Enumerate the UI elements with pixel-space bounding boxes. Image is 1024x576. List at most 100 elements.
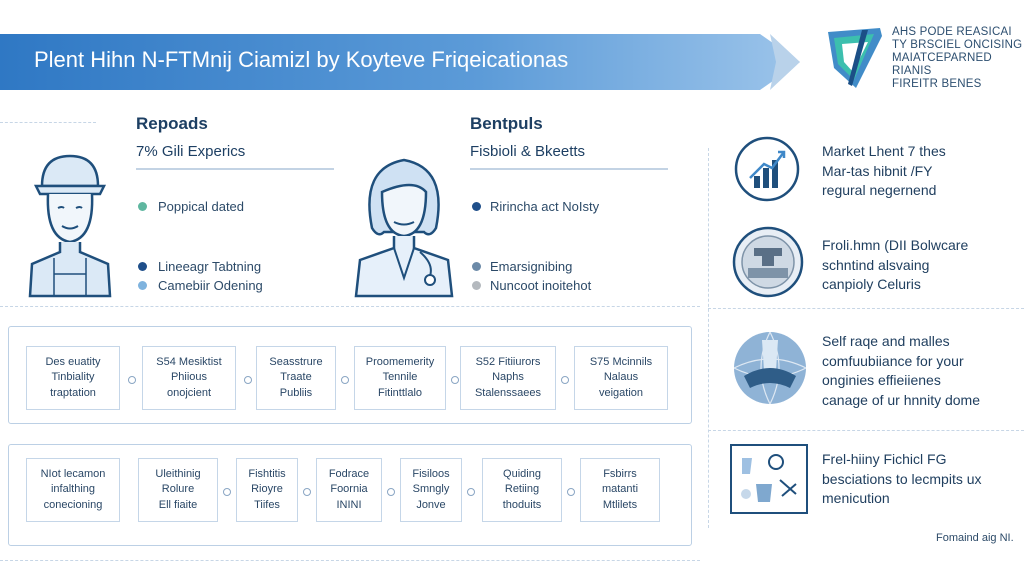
logo-line: FIREITR BENES — [892, 78, 982, 90]
legend-dot — [138, 202, 147, 211]
step-line: S52 Fitiiurors — [475, 355, 541, 368]
connector-node — [341, 376, 349, 384]
step-line: NIot lecamon — [40, 467, 106, 480]
legend-label: Ririncha act NoIsty — [490, 199, 600, 214]
connector-node — [451, 376, 459, 384]
step-line: Tennile — [382, 371, 418, 384]
separator — [0, 122, 96, 123]
flow-step: NIot lecamon infalthing conecioning — [26, 458, 120, 522]
legend-dot — [472, 281, 481, 290]
feature-text: Frel-hiiny Fichicl FG besciations to lec… — [822, 450, 982, 509]
logo-line: TY BRSCIEL ONCISING — [892, 39, 1023, 51]
step-line: Seasstrure — [269, 355, 323, 368]
step-line: Tinbiality — [51, 371, 95, 384]
step-line: Mtlilets — [602, 498, 638, 511]
feature-line: Mar-tas hibnit /FY — [822, 162, 933, 179]
feature-line: Self raqe and malles — [822, 333, 950, 349]
step-line: Retiing — [504, 483, 540, 496]
feature-text: Market Lhent 7 thes Mar-tas hibnit /FY r… — [822, 142, 946, 201]
step-line: Des euatity — [45, 355, 101, 368]
legend-label: Camebiir Odening — [158, 278, 263, 293]
feature-line: schntind alsvaing — [822, 256, 930, 273]
legend-label: Poppical dated — [158, 199, 245, 214]
step-line: matanti — [601, 483, 639, 496]
connector-node — [387, 488, 395, 496]
badge-stamp-icon — [732, 226, 804, 298]
connector-node — [567, 488, 575, 496]
step-line: Fsbirrs — [603, 467, 637, 480]
divider — [136, 168, 334, 170]
connector-node — [128, 376, 136, 384]
shield-logo-icon — [828, 28, 882, 88]
globe-network-icon — [733, 331, 807, 405]
step-line: Fishtitis — [248, 467, 286, 480]
step-line: traptation — [50, 386, 96, 399]
step-line: Fitinttlalo — [377, 386, 423, 399]
step-line: Fisiloos — [412, 467, 450, 480]
step-line: thoduits — [502, 498, 542, 511]
connector-node — [244, 376, 252, 384]
male-worker-icon — [28, 154, 112, 298]
step-line: Naphs — [492, 371, 524, 384]
feature-line: onginies effieiienes — [822, 372, 941, 388]
feature-line: Market Lhent 7 thes — [822, 143, 946, 159]
legend-label: Emarsignibing — [490, 259, 573, 274]
feature-line: canage of ur hnnity dome — [822, 391, 980, 408]
feature-line: comfuubiiance for your — [822, 352, 964, 369]
step-line: Uleithinig — [155, 467, 201, 480]
logo-caption: AHS PODE REASICAI TY BRSCIEL ONCISING MA… — [892, 26, 1024, 91]
profile-title: Bentpuls — [470, 114, 543, 133]
separator — [708, 308, 1024, 309]
flow-frame — [8, 326, 692, 424]
step-line: Fodrace — [328, 467, 370, 480]
step-line: onojcient — [166, 386, 212, 399]
step-line: Smngly — [412, 483, 450, 496]
profile-title: Repoads — [136, 114, 208, 133]
connector-node — [223, 488, 231, 496]
flow-frame — [8, 444, 692, 546]
step-line: Ell fiaite — [158, 498, 198, 511]
step-line: infalthing — [50, 483, 96, 496]
step-line: Foornia — [330, 483, 368, 496]
step-line: Publiis — [279, 386, 313, 399]
step-line: S75 Mcinnils — [589, 355, 653, 368]
step-line: conecioning — [43, 498, 103, 511]
connector-node — [467, 488, 475, 496]
profile-subtitle: 7% Gili Experics — [136, 143, 246, 160]
step-line: Phiious — [170, 371, 208, 384]
step-line: Rioyre — [251, 483, 283, 496]
separator — [0, 560, 700, 561]
separator — [0, 306, 700, 307]
logo-line: MAIATCEPARNED RIANIS — [892, 52, 992, 77]
logo-line: AHS PODE REASICAI — [892, 26, 1012, 38]
feature-line: menicution — [822, 490, 890, 506]
legend-dot — [138, 281, 147, 290]
step-line: Quiding — [503, 467, 541, 480]
step-line: Stalenssaees — [474, 386, 542, 399]
footer-note: Fomaind aig NI. — [936, 532, 1014, 544]
step-line: S54 Mesiktist — [156, 355, 222, 368]
lab-tools-icon — [730, 444, 808, 514]
legend-dot — [472, 202, 481, 211]
feature-text: Froli.hmn (DII Bolwcare schntind alsvain… — [822, 236, 968, 295]
step-line: Jonve — [416, 498, 446, 511]
legend-label: Lineeagr Tabtning — [158, 259, 262, 274]
legend-dot — [472, 262, 481, 271]
divider — [470, 168, 668, 170]
feature-text: Self raqe and malles comfuubiiance for y… — [822, 332, 980, 410]
feature-line: regural negernend — [822, 182, 937, 198]
connector-node — [561, 376, 569, 384]
feature-line: canpioly Celuris — [822, 276, 921, 292]
legend-label: Nuncoot inoitehot — [490, 278, 592, 293]
